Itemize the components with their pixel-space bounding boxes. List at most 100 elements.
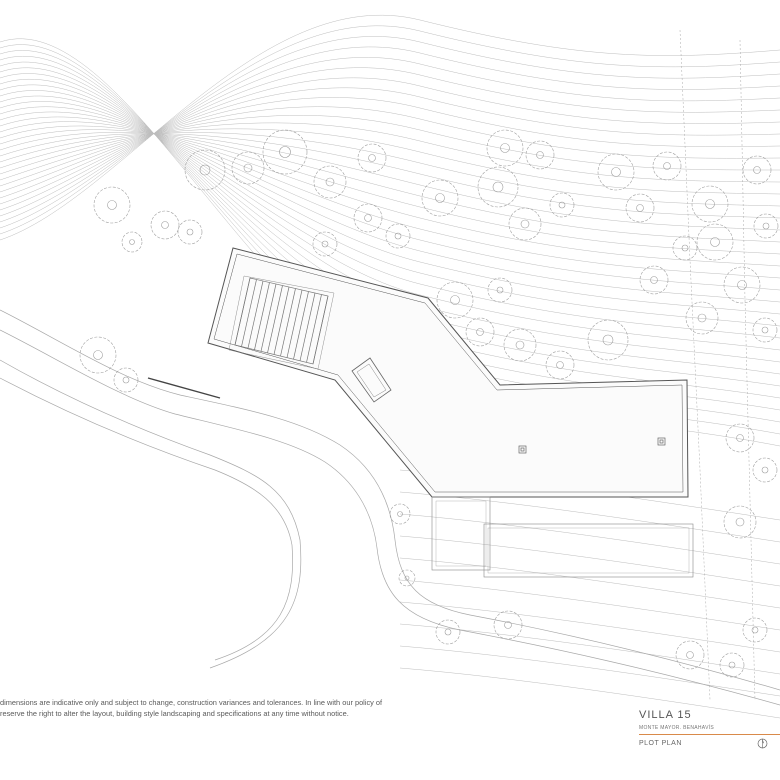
- tree-trunk: [736, 434, 744, 442]
- tree-canopy: [465, 317, 495, 347]
- tree-trunk: [199, 164, 211, 176]
- contour-line: [0, 67, 780, 211]
- terrain-contours: [0, 14, 780, 719]
- tree-trunk: [279, 146, 291, 158]
- pergola-slat: [234, 277, 251, 346]
- tree-canopy: [313, 165, 347, 199]
- tree-trunk: [556, 361, 564, 369]
- tree-canopy: [587, 319, 629, 361]
- contour-line: [0, 25, 780, 235]
- tree-trunk: [735, 517, 745, 527]
- tree-trunk: [751, 626, 759, 634]
- contour-line: [0, 115, 780, 181]
- tree-canopy: [549, 192, 575, 218]
- tree-canopy: [150, 210, 180, 240]
- tree-trunk: [321, 240, 329, 248]
- tree-trunk: [515, 340, 525, 350]
- tree-canopy: [752, 317, 778, 343]
- tree-trunk: [697, 313, 707, 323]
- pergola-slat: [247, 280, 264, 349]
- pergola-slat: [299, 292, 316, 361]
- roof-pergola: [228, 275, 335, 370]
- contour-line: [0, 57, 780, 217]
- tree-canopy: [79, 336, 117, 374]
- tree-canopy: [696, 223, 734, 261]
- tree-canopy: [725, 423, 755, 453]
- tree-canopy: [477, 166, 519, 208]
- tree-canopy: [231, 151, 265, 185]
- roof-drains: [518, 437, 666, 454]
- tree-trunk: [558, 201, 566, 209]
- trees: [79, 129, 779, 678]
- contour-line: [399, 491, 780, 543]
- tree-canopy: [121, 231, 143, 253]
- tree-trunk: [122, 376, 130, 384]
- tree-trunk: [636, 204, 644, 212]
- contour-line: [0, 95, 780, 327]
- tree-canopy: [398, 569, 416, 587]
- tree-canopy: [723, 505, 757, 539]
- tree-canopy: [742, 617, 768, 643]
- tree-canopy: [625, 193, 655, 223]
- driveway-edge: [147, 377, 221, 399]
- tree-canopy: [752, 457, 778, 483]
- tree-trunk: [394, 232, 402, 240]
- tree-trunk: [686, 651, 694, 659]
- pergola-slat: [306, 294, 322, 363]
- tree-trunk: [444, 628, 452, 636]
- tree-trunk: [161, 221, 169, 229]
- pergola-slat: [273, 286, 290, 355]
- tree-trunk: [364, 214, 372, 222]
- contour-line: [0, 84, 780, 351]
- tree-canopy: [493, 610, 523, 640]
- tree-trunk: [397, 511, 403, 517]
- tree-trunk: [243, 163, 253, 173]
- contour-line: [0, 106, 780, 303]
- tree-canopy: [389, 503, 411, 525]
- contour-line: [0, 90, 780, 339]
- tree-trunk: [753, 166, 761, 174]
- disclaimer-line-1: dimensions are indicative only and subje…: [0, 698, 383, 707]
- tree-trunk: [602, 334, 614, 346]
- contour-line: [0, 97, 780, 193]
- contour-line: [0, 121, 780, 267]
- tree-canopy: [525, 140, 555, 170]
- tree-canopy: [691, 185, 729, 223]
- contour-line: [399, 513, 780, 565]
- north-arrow-icon: [757, 738, 768, 749]
- tree-trunk: [650, 276, 658, 284]
- tree-trunk: [435, 193, 445, 203]
- tree-canopy: [93, 186, 131, 224]
- tree-canopy: [486, 129, 524, 167]
- swimming-pool: [431, 496, 694, 578]
- skylight: [351, 357, 392, 403]
- tree-trunk: [107, 200, 117, 210]
- contour-line: [0, 101, 780, 315]
- contour-line: [0, 128, 780, 195]
- contour-line: [0, 133, 780, 219]
- villa-roof-outline: [207, 247, 689, 498]
- title-divider: [639, 734, 780, 735]
- tree-trunk: [504, 621, 512, 629]
- pergola-slat: [241, 279, 257, 347]
- tree-trunk: [728, 661, 736, 669]
- tree-canopy: [753, 213, 779, 239]
- tree-canopy: [436, 281, 474, 319]
- tree-trunk: [500, 143, 510, 153]
- disclaimer-text: dimensions are indicative only and subje…: [0, 697, 392, 719]
- contour-line: [0, 87, 780, 199]
- contour-line: [399, 579, 780, 631]
- tree-trunk: [761, 326, 769, 334]
- tree-canopy: [639, 265, 669, 295]
- tree-trunk: [761, 466, 769, 474]
- contour-line: [399, 535, 780, 587]
- tree-trunk: [536, 151, 544, 159]
- contour-line: [0, 125, 780, 255]
- tree-trunk: [663, 162, 671, 170]
- contour-line: [399, 623, 780, 675]
- tree-canopy: [385, 223, 411, 249]
- tree-trunk: [737, 280, 747, 290]
- tree-canopy: [719, 652, 745, 678]
